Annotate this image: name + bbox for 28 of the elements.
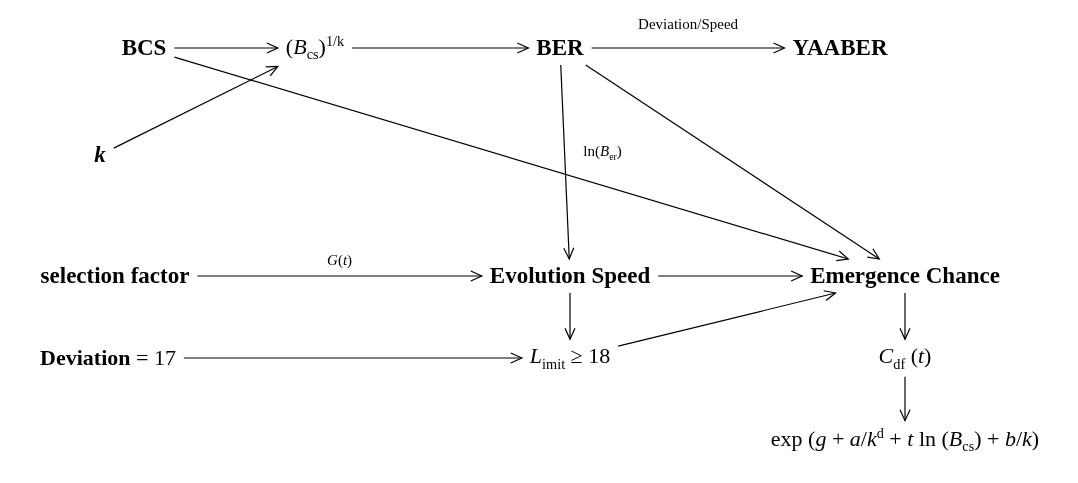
arrow (564, 292, 576, 340)
arrow (585, 64, 880, 260)
arrow (183, 352, 523, 364)
arrow (196, 270, 483, 282)
variable-label: k (90, 140, 110, 170)
node-label: BER (532, 33, 588, 63)
edge-label: G(t) (325, 251, 355, 269)
arrow (560, 64, 575, 260)
node-label: Evolution Speed (485, 261, 655, 291)
edge-label: ln(B$_{er}$) (581, 142, 624, 162)
arrow (351, 42, 529, 54)
arrow (617, 290, 837, 347)
formula-label: (B$_{cs}$)$^{1/k}$ (281, 30, 349, 66)
node-label: Emergence Chance (806, 261, 1004, 291)
formula-label: L$_{imit}$ ≥ 18 (525, 341, 615, 375)
arrow (657, 270, 803, 282)
arrow (113, 65, 279, 149)
arrow (173, 56, 849, 262)
formula-label: exp (g + a/k$^{d}$ + t ln (B$_{cs}$) + b/k) (766, 422, 1044, 458)
equation-label: Deviation = 17 (36, 343, 180, 373)
node-label: selection factor (36, 261, 194, 291)
formula-label: C$_{df}$ (t) (874, 341, 936, 375)
arrow (899, 292, 911, 340)
arrow (173, 42, 279, 54)
node-label: BCS (117, 33, 171, 63)
arrow (591, 42, 786, 54)
arrow (899, 376, 911, 422)
node-label: YAABER (788, 33, 892, 63)
